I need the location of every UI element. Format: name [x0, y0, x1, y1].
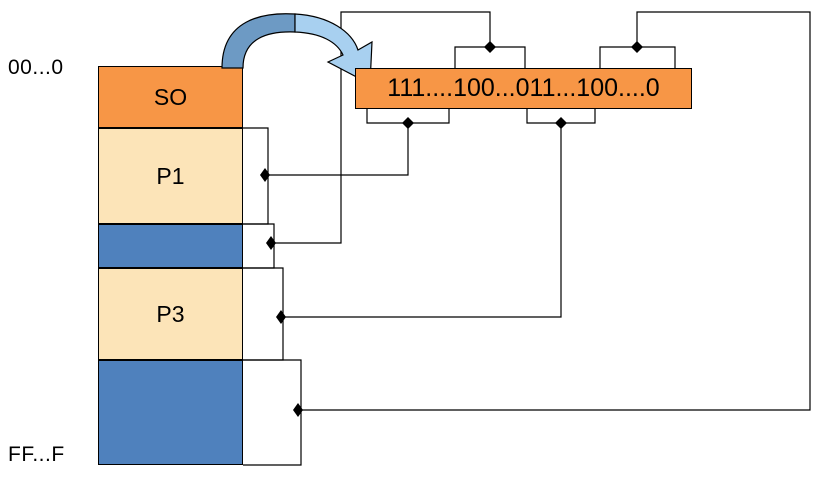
- wire-p1-to-lower-bracket-1: [265, 123, 409, 176]
- junction-diamond-upper-1: [484, 41, 496, 53]
- junction-diamond-p1: [260, 168, 270, 182]
- memory-block-so[interactable]: SO: [98, 66, 243, 128]
- junction-diamond-free1: [266, 236, 276, 250]
- bracket-p1: [243, 127, 269, 225]
- bit-string-box[interactable]: 111....100...011...100....0: [355, 68, 692, 109]
- memory-block-label: SO: [153, 83, 188, 110]
- memory-block-label: P3: [156, 300, 185, 327]
- junction-diamond-lower-2: [555, 117, 567, 129]
- junction-diamond-lower-1: [402, 117, 414, 129]
- junction-diamond-upper-2: [631, 41, 643, 53]
- memory-block-label: P1: [156, 162, 185, 189]
- wire-free1-to-upper-bracket-1: [271, 11, 491, 244]
- curved-arrow-tail-dark: [221, 13, 296, 69]
- memory-block-free-1[interactable]: [98, 224, 243, 268]
- junction-diamond-free2: [293, 403, 303, 417]
- bracket-free2: [243, 359, 302, 466]
- junction-diamond-p3: [276, 310, 286, 324]
- address-label-bottom: FF...F: [8, 443, 65, 466]
- bracket-free1: [243, 223, 275, 269]
- wire-p3-to-lower-bracket-2: [281, 123, 562, 318]
- memory-block-free-2[interactable]: [98, 360, 243, 465]
- memory-block-p3[interactable]: P3: [98, 268, 243, 360]
- memory-block-p1[interactable]: P1: [98, 128, 243, 224]
- bracket-p3: [243, 267, 284, 361]
- bit-string-value: 111....100...011...100....0: [387, 74, 660, 102]
- address-label-top: 00...0: [8, 56, 64, 79]
